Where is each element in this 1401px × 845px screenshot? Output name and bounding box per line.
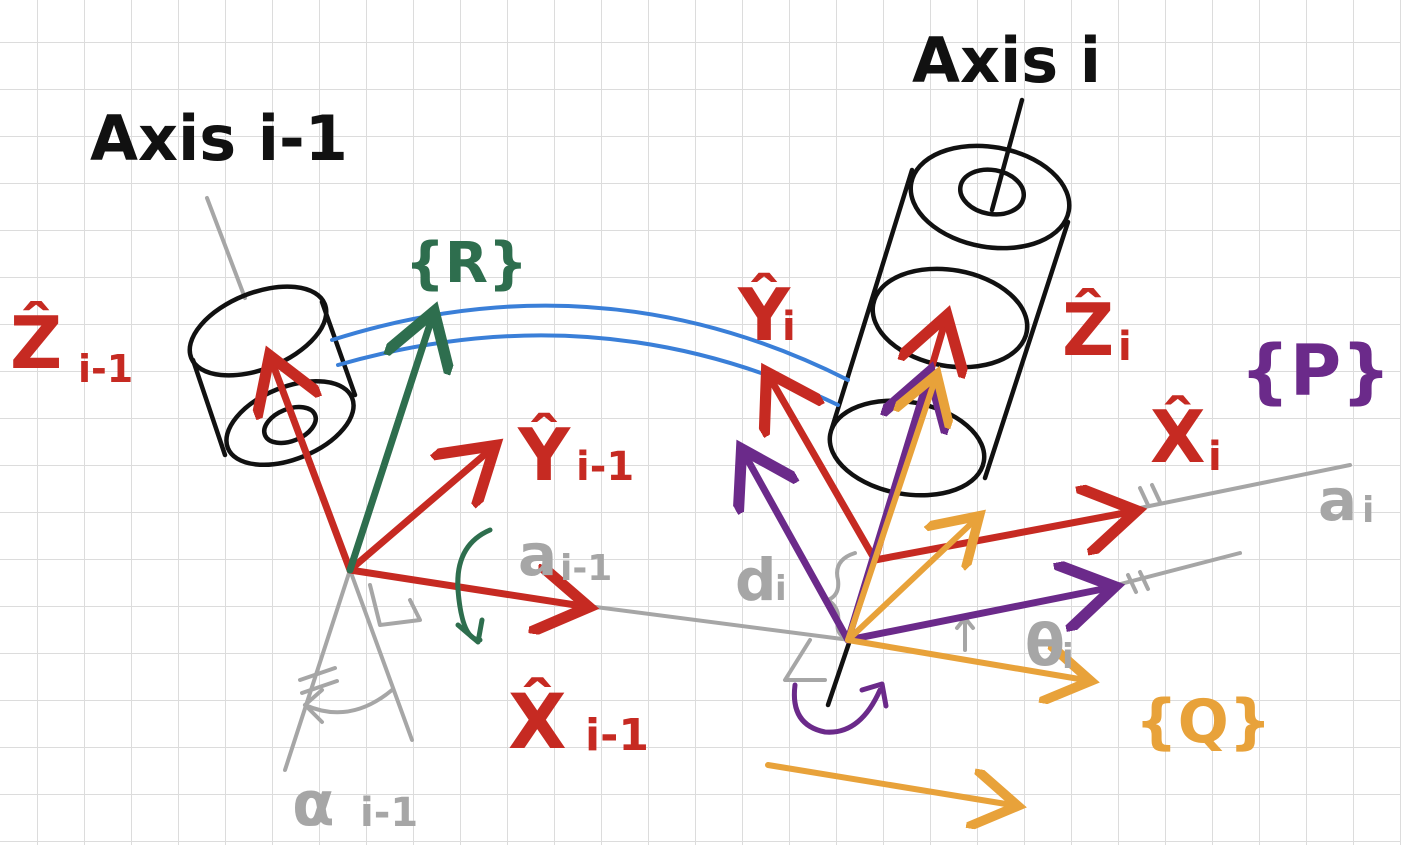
z-cur-subscript: i bbox=[1118, 324, 1132, 370]
z-prev-arrow bbox=[272, 362, 354, 574]
y-prev-subscript: i-1 bbox=[576, 444, 634, 490]
x-cur-arrow bbox=[871, 512, 1130, 564]
a-i-extension-line bbox=[1128, 463, 1352, 512]
x-prev-subscript: i-1 bbox=[585, 710, 649, 761]
alpha-wedge-left bbox=[283, 568, 352, 772]
rotation-theta-arrow bbox=[791, 681, 889, 735]
d-cur-subscript: i bbox=[775, 569, 787, 609]
frame-p-y-arrow bbox=[745, 455, 852, 644]
x-cur-label: X̂ bbox=[1150, 395, 1206, 479]
z-prev-subscript: i-1 bbox=[78, 347, 133, 391]
common-normal-line bbox=[578, 603, 852, 642]
frame-q-axes bbox=[765, 380, 1085, 805]
a-cur-label: a bbox=[1318, 466, 1357, 534]
axis-prev-title: Axis i-1 bbox=[90, 102, 348, 175]
x-i-extension-line bbox=[1103, 551, 1242, 590]
frame-r-axes bbox=[346, 318, 432, 574]
z-cur-label: Ẑ bbox=[1062, 288, 1114, 372]
x-i-tick-1 bbox=[1126, 573, 1138, 594]
alpha-wedge-right bbox=[348, 568, 414, 742]
frame-p-label: {P} bbox=[1240, 330, 1391, 412]
alpha-arc bbox=[303, 688, 394, 715]
alpha-label: α bbox=[292, 767, 335, 840]
cylinder-cur-side-right bbox=[982, 219, 1071, 481]
rotation-alpha-head bbox=[455, 617, 485, 645]
y-cur-label: Ŷ bbox=[737, 273, 791, 357]
axis-prev-leader-line bbox=[205, 196, 247, 300]
a-i-tick-2 bbox=[1150, 483, 1162, 504]
y-prev-arrow bbox=[346, 450, 490, 574]
alpha-tick-2 bbox=[300, 679, 339, 695]
frame-q-y-arrow bbox=[845, 520, 975, 643]
alpha-subscript: i-1 bbox=[360, 790, 418, 836]
axis-cur-line-below bbox=[825, 637, 853, 708]
x-cur-subscript: i bbox=[1208, 434, 1222, 480]
z-prev-label: Ẑ bbox=[10, 301, 62, 385]
frame-q-label: {Q} bbox=[1135, 687, 1271, 757]
cylinder-cur-side-left bbox=[829, 167, 915, 431]
a-prev-label: a bbox=[518, 521, 557, 589]
right-angle-mark-cur bbox=[783, 638, 827, 682]
y-prev-label: Ŷ bbox=[517, 413, 571, 497]
x-prev-arrow bbox=[346, 570, 582, 606]
frame-q-z-arrow bbox=[845, 380, 935, 643]
y-cur-subscript: i bbox=[782, 304, 796, 350]
rotation-alpha-arrow bbox=[455, 527, 493, 645]
frame-r-label: {R} bbox=[405, 231, 528, 296]
y-cur-arrow bbox=[770, 378, 879, 564]
frame-prev-axes bbox=[272, 362, 582, 606]
theta-label: θ bbox=[1025, 611, 1065, 679]
cylinder-cur-middle bbox=[870, 266, 1030, 370]
cylinder-prev-top bbox=[187, 284, 329, 378]
axis-cur-title: Axis i bbox=[912, 24, 1101, 97]
frame-p-axes bbox=[745, 378, 1108, 644]
cylinder-cur-top-hole bbox=[958, 167, 1026, 217]
alpha-tick-1 bbox=[298, 666, 337, 682]
joint-cylinder-prev bbox=[187, 284, 358, 468]
cylinder-prev-bottom bbox=[224, 378, 356, 468]
a-i-tick-1 bbox=[1138, 486, 1150, 507]
frame-r-z-arrow bbox=[346, 318, 432, 574]
theta-subscript: i bbox=[1062, 637, 1074, 677]
x-prev-label: X̂ bbox=[508, 677, 567, 766]
d-cur-label: d bbox=[735, 546, 777, 614]
labels: Axis i-1 Axis i {R} {P} {Q} Ẑ i-1 Ŷ i-1 … bbox=[10, 24, 1391, 840]
cylinder-prev-side-left bbox=[190, 357, 228, 458]
rotation-theta-curve bbox=[791, 682, 883, 735]
alpha-arrowhead bbox=[303, 688, 324, 724]
cylinder-cur-top bbox=[908, 143, 1072, 251]
translation-arrow bbox=[765, 762, 1012, 805]
a-prev-subscript: i-1 bbox=[560, 548, 612, 589]
rotation-theta-head bbox=[859, 681, 889, 709]
frame-p-x-arrow bbox=[844, 588, 1108, 644]
right-angle-mark-prev bbox=[368, 583, 422, 627]
x-i-tick-2 bbox=[1138, 570, 1150, 591]
cylinder-prev-side-right bbox=[319, 299, 358, 398]
axis-cur-leader-line bbox=[989, 97, 1025, 213]
a-cur-subscript: i bbox=[1362, 490, 1374, 531]
frame-q-x-arrow bbox=[845, 637, 1085, 680]
